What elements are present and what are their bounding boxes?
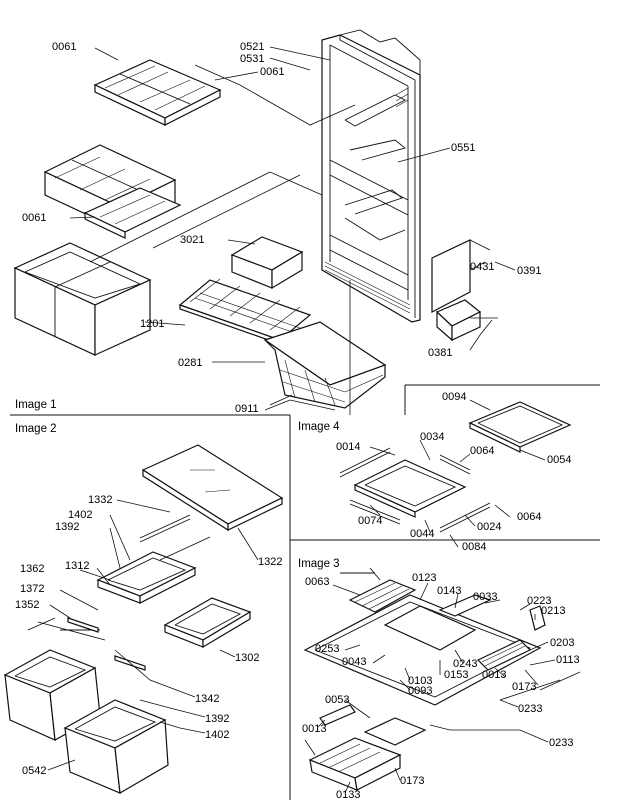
callout-1332: 1332 [88,494,112,506]
leaders-image1 [69,46,516,415]
callout-0061-drawer: 0061 [22,212,46,224]
callout-0233-lower: 0233 [549,737,573,749]
callout-0064-upper: 0064 [470,445,494,457]
leaders-image4 [369,399,546,548]
section-dividers [10,384,600,800]
callout-1402-lower: 1402 [205,729,229,741]
image4-parts [339,401,572,533]
callout-3021: 3021 [180,234,204,246]
callout-0084: 0084 [462,541,486,553]
callout-1302: 1302 [235,652,259,664]
callout-1362: 1362 [20,563,44,575]
callout-0014: 0014 [336,441,360,453]
callout-0061-top: 0061 [52,41,76,53]
callout-1322: 1322 [258,556,282,568]
ice-bin-3021 [230,236,304,290]
callout-0093: 0093 [408,685,432,697]
callout-0381: 0381 [428,347,452,359]
leaders-image2 [27,499,259,771]
callout-0043: 0043 [342,656,366,668]
callout-0911: 0911 [235,403,259,415]
callout-0203: 0203 [550,637,574,649]
callout-0223: 0223 [527,595,551,607]
callout-0521: 0521 [240,41,264,53]
crisper-shelf-top [93,59,222,126]
callout-1342: 1342 [195,693,219,705]
callout-0054: 0054 [547,454,571,466]
callout-1372: 1372 [20,583,44,595]
callout-0213: 0213 [541,605,565,617]
callout-1312: 1312 [65,560,89,572]
callout-0061-shelf: 0061 [260,66,284,78]
freezer-basket [263,321,387,409]
callout-0013-lower: 0013 [302,723,326,735]
crisper-pans [13,242,152,356]
callout-0034: 0034 [420,431,444,443]
image2-parts [3,444,284,794]
callout-0233-upper: 0233 [518,703,542,715]
section-title-image1: Image 1 [15,399,57,411]
callout-0542: 0542 [22,765,46,777]
callout-0551: 0551 [451,142,475,154]
callout-0013-upper: 0013 [482,669,506,681]
control-housing [431,239,491,313]
callout-1392-lower: 1392 [205,713,229,725]
cabinet [321,29,421,323]
callout-0431: 0431 [470,261,494,273]
callout-0173-lower: 0173 [400,775,424,787]
section-title-image2: Image 2 [15,423,57,435]
callout-0113: 0113 [556,654,580,666]
callout-1392-upper: 1392 [55,521,79,533]
section-title-image3: Image 3 [298,558,340,570]
callout-1402-upper: 1402 [68,509,92,521]
image3-parts [303,567,581,791]
callout-0153: 0153 [444,669,468,681]
section-title-image4: Image 4 [298,421,340,433]
callout-0253: 0253 [315,643,339,655]
callout-0094: 0094 [442,391,466,403]
callout-1201: 1201 [140,318,164,330]
callout-0123: 0123 [412,572,436,584]
callout-0531: 0531 [240,53,264,65]
callout-1352: 1352 [15,599,39,611]
callout-0103: 0103 [408,675,432,687]
callout-0143: 0143 [437,585,461,597]
callout-0044: 0044 [410,528,434,540]
control-box-0381 [435,299,482,342]
glass-shelf-1201 [178,278,312,345]
callout-0281: 0281 [178,357,202,369]
callout-0063: 0063 [305,576,329,588]
callout-0033: 0033 [473,591,497,603]
leaders-image3 [304,582,556,794]
callout-0053: 0053 [325,694,349,706]
callout-0024: 0024 [477,521,501,533]
callout-0391: 0391 [517,265,541,277]
callout-0243: 0243 [453,658,477,670]
callout-0074: 0074 [358,515,382,527]
callout-0133: 0133 [336,789,360,801]
callout-0064-lower: 0064 [517,511,541,523]
callout-0173-upper: 0173 [512,681,536,693]
